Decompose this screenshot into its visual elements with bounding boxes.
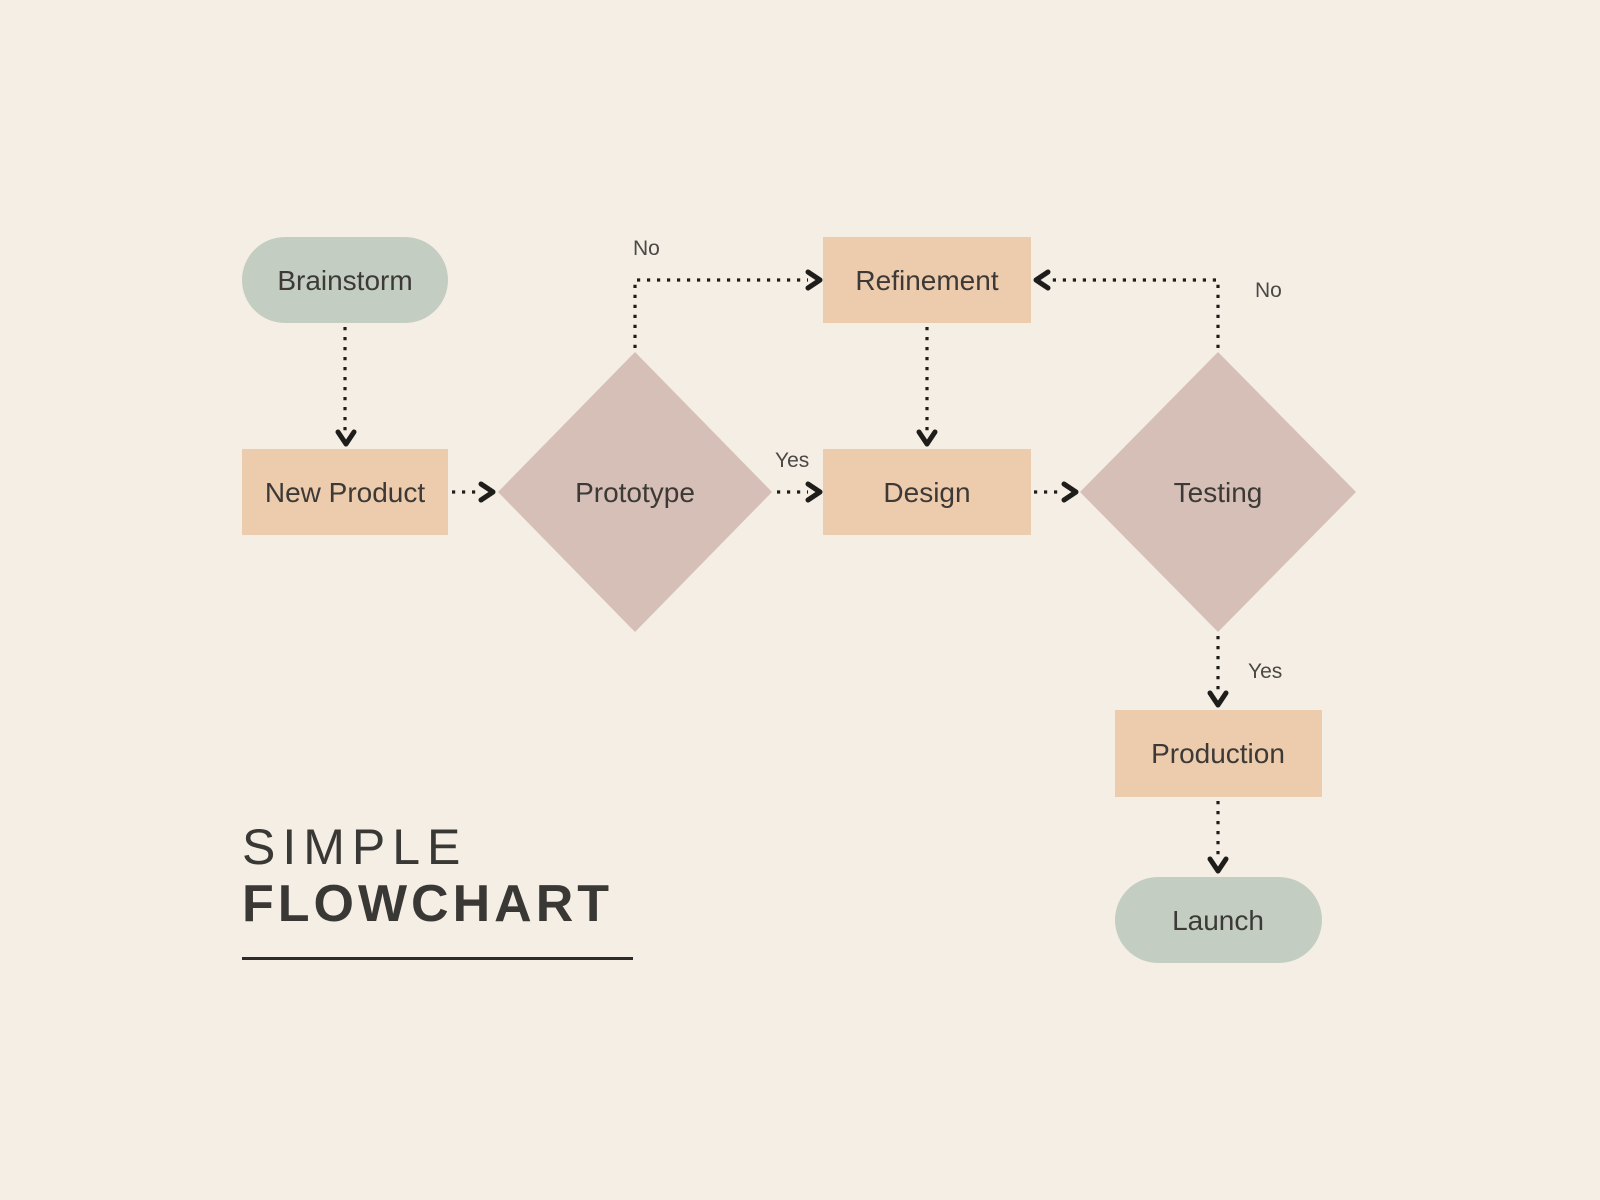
arrowhead-icon xyxy=(1061,481,1079,503)
arrowhead-icon xyxy=(1207,856,1229,874)
edges-layer xyxy=(335,269,1229,874)
arrowhead-icon xyxy=(478,481,496,503)
edge-prototype-to-refinement xyxy=(633,278,808,348)
edge-label-testing-yes: Yes xyxy=(1248,660,1282,683)
edge-labels-layer: No Yes No Yes xyxy=(633,237,1282,683)
node-brainstorm: Brainstorm xyxy=(242,237,448,323)
node-design: Design xyxy=(823,449,1031,535)
arrowhead-icon xyxy=(805,481,823,503)
title-underline xyxy=(242,957,633,960)
refinement-shape xyxy=(823,237,1031,323)
edge-testing-to-refinement xyxy=(1048,278,1220,348)
node-prototype: Prototype xyxy=(498,352,772,632)
node-testing: Testing xyxy=(1080,352,1356,632)
brainstorm-shape xyxy=(242,237,448,323)
design-label: Design xyxy=(883,477,970,508)
brainstorm-label: Brainstorm xyxy=(277,265,412,296)
prototype-shape xyxy=(498,352,772,632)
new-product-shape xyxy=(242,449,448,535)
launch-label: Launch xyxy=(1172,905,1264,936)
prototype-label: Prototype xyxy=(575,477,695,508)
node-production: Production xyxy=(1115,710,1322,797)
node-launch: Launch xyxy=(1115,877,1322,963)
testing-shape xyxy=(1080,352,1356,632)
chart-title-line1: SIMPLE xyxy=(242,819,468,875)
arrowhead-icon xyxy=(1207,690,1229,708)
arrowhead-icon xyxy=(805,269,823,291)
arrowhead-icon xyxy=(335,429,357,447)
chart-title: SIMPLE FLOWCHART xyxy=(242,822,633,960)
chart-title-line2: FLOWCHART xyxy=(242,875,614,933)
edge-label-prototype-no: No xyxy=(633,237,660,260)
arrowhead-icon xyxy=(916,429,938,447)
edge-label-prototype-yes: Yes xyxy=(775,449,809,472)
new-product-label: New Product xyxy=(265,477,426,508)
production-shape xyxy=(1115,710,1322,797)
node-refinement: Refinement xyxy=(823,237,1031,323)
refinement-label: Refinement xyxy=(855,265,998,296)
design-shape xyxy=(823,449,1031,535)
launch-shape xyxy=(1115,877,1322,963)
production-label: Production xyxy=(1151,738,1285,769)
arrowhead-icon xyxy=(1033,269,1051,291)
testing-label: Testing xyxy=(1174,477,1263,508)
nodes-layer: Brainstorm New Product Prototype Refinem… xyxy=(242,237,1356,963)
edge-label-testing-no: No xyxy=(1255,279,1282,302)
node-new-product: New Product xyxy=(242,449,448,535)
